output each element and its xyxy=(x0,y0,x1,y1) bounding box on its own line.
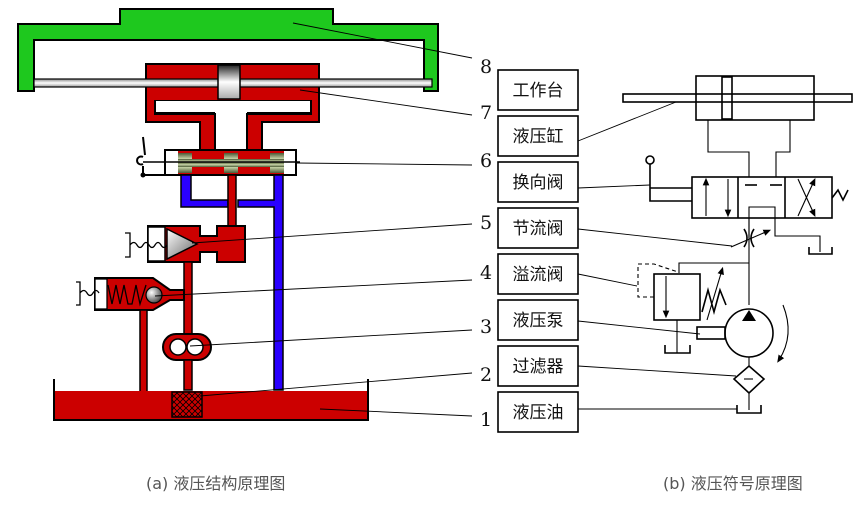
caption-right: (b) 液压符号原理图 xyxy=(663,474,803,493)
svg-text:液压油: 液压油 xyxy=(513,403,564,423)
piston xyxy=(217,64,241,100)
oil-tank xyxy=(53,379,369,421)
label-hydraulic-cylinder: 液压缸 xyxy=(497,115,579,157)
callout-5: 5 xyxy=(480,212,492,234)
label-throttle-valve: 节流阀 xyxy=(497,207,579,249)
work-table xyxy=(17,8,439,92)
filter xyxy=(171,391,203,418)
return-lines xyxy=(180,174,284,391)
cylinder-symbol xyxy=(622,75,853,177)
callout-8: 8 xyxy=(480,56,492,78)
svg-text:液压缸: 液压缸 xyxy=(513,126,564,147)
label-directional-valve: 换向阀 xyxy=(497,161,579,203)
component-labels: 工作台 液压缸 换向阀 节流阀 溢流阀 液压泵 过滤器 液压油 xyxy=(497,69,579,433)
svg-text:溢流阀: 溢流阀 xyxy=(513,265,564,285)
label-filter: 过滤器 xyxy=(497,345,579,387)
throttle-valve-symbol xyxy=(730,218,772,305)
svg-text:节流阀: 节流阀 xyxy=(513,219,564,239)
callout-3: 3 xyxy=(480,316,492,338)
callout-7: 7 xyxy=(480,102,492,124)
callout-4: 4 xyxy=(480,262,492,284)
svg-text:工作台: 工作台 xyxy=(513,81,564,101)
relief-valve-symbol xyxy=(637,262,749,354)
leader-lines xyxy=(154,22,473,417)
relief-valve xyxy=(76,277,185,393)
label-pump: 液压泵 xyxy=(497,299,579,341)
callout-1: 1 xyxy=(480,409,492,431)
label-work-table: 工作台 xyxy=(497,69,579,111)
cylinder-ports xyxy=(145,100,320,153)
symbol-diagram xyxy=(622,75,853,414)
throttle-valve xyxy=(125,225,246,358)
filter-symbol xyxy=(732,364,766,414)
symbol-leader-lines xyxy=(577,101,737,410)
callout-6: 6 xyxy=(480,150,492,172)
label-relief-valve: 溢流阀 xyxy=(497,253,579,295)
svg-text:过滤器: 过滤器 xyxy=(513,357,564,377)
structure-diagram xyxy=(17,8,473,421)
directional-valve-symbol xyxy=(645,155,849,255)
svg-text:液压泵: 液压泵 xyxy=(513,311,564,331)
directional-valve xyxy=(136,136,300,178)
svg-text:换向阀: 换向阀 xyxy=(513,173,564,193)
label-oil: 液压油 xyxy=(497,391,579,433)
callout-2: 2 xyxy=(480,364,492,386)
pump-symbol xyxy=(696,304,789,366)
gear-pump xyxy=(162,333,212,391)
caption-left: (a) 液压结构原理图 xyxy=(146,474,285,493)
callout-numbers: 8 7 6 5 4 3 2 1 xyxy=(480,56,492,431)
